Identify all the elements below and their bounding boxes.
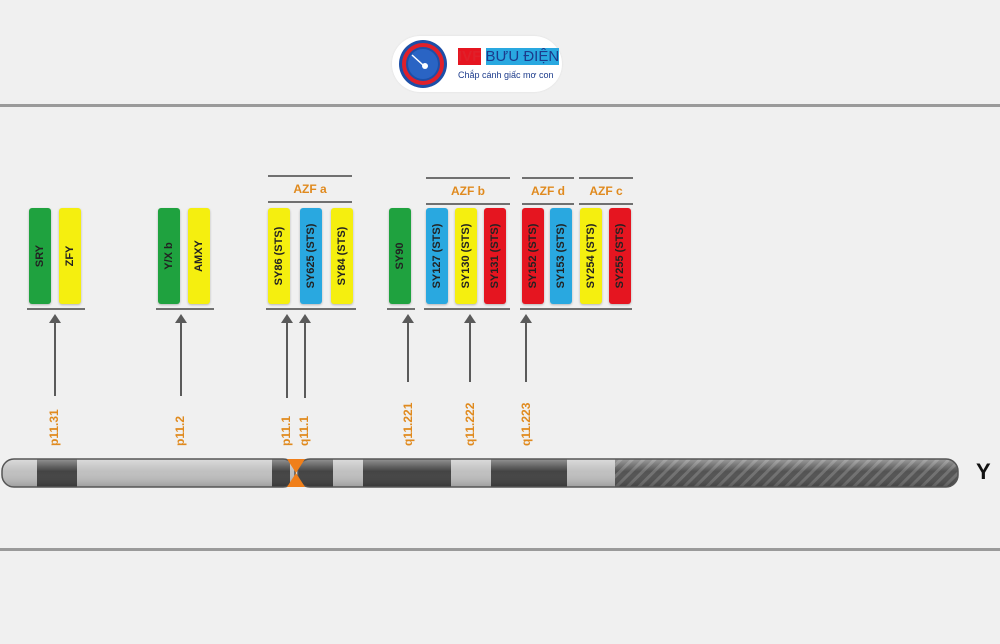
- marker-sy84: SY84 (STS): [331, 208, 353, 304]
- arrow-q11-1-line: [304, 320, 306, 398]
- marker-zfy: ZFY: [59, 208, 81, 304]
- group-underline-azf-b: [426, 203, 510, 205]
- baseline-p11-31: [27, 308, 85, 310]
- marker-sy152: SY152 (STS): [522, 208, 544, 304]
- band-label-q11-1: q11.1: [297, 415, 311, 446]
- logo-name: IVF BƯU ĐIỆN: [458, 48, 560, 65]
- y-chromosome-ideogram: [1, 458, 959, 488]
- marker-yx-b: Y/X b: [158, 208, 180, 304]
- band-label-q11-222: q11.222: [463, 402, 477, 446]
- arrow-p11-31-head: [49, 314, 61, 323]
- q-arm: [298, 459, 958, 487]
- logo-brand-red: IVF: [458, 48, 482, 65]
- group-underline-azf-d: [522, 203, 574, 205]
- group-label-azf-a: AZF a: [293, 182, 327, 196]
- marker-sry: SRY: [29, 208, 51, 304]
- marker-sy131: SY131 (STS): [484, 208, 506, 304]
- arrow-q11-223-line: [525, 320, 527, 382]
- marker-amxy: AMXY: [188, 208, 210, 304]
- arrow-q11-222-line: [469, 320, 471, 382]
- group-line-azf-b: [426, 177, 510, 179]
- band-label-p11-1: p11.1: [279, 415, 293, 446]
- chromosome-label: Y: [976, 459, 991, 484]
- arrow-q11-221-line: [407, 320, 409, 382]
- arrow-q11-1-head: [299, 314, 311, 323]
- marker-sy255: SY255 (STS): [609, 208, 631, 304]
- top-divider: [0, 104, 1000, 107]
- baseline-sy90: [387, 308, 415, 310]
- marker-sy127: SY127 (STS): [426, 208, 448, 304]
- bottom-divider: [0, 548, 1000, 551]
- baseline-azf-b: [424, 308, 510, 310]
- baseline-p11-2: [156, 308, 214, 310]
- arrow-p11-2-line: [180, 320, 182, 396]
- group-underline-azf-a: [268, 201, 352, 203]
- group-label-azf-c: AZF c: [589, 184, 623, 198]
- marker-sy153: SY153 (STS): [550, 208, 572, 304]
- arrow-q11-223-head: [520, 314, 532, 323]
- group-underline-azf-c: [579, 203, 633, 205]
- group-label-azf-b: AZF b: [451, 184, 485, 198]
- baseline-azf-cd: [520, 308, 632, 310]
- arrow-p11-31-line: [54, 320, 56, 396]
- band-label-p11-31: p11.31: [47, 409, 61, 446]
- arrow-p11-1-head: [281, 314, 293, 323]
- marker-sy130: SY130 (STS): [455, 208, 477, 304]
- baseline-azf-a: [266, 308, 356, 310]
- marker-sy86: SY86 (STS): [268, 208, 290, 304]
- band-label-p11-2: p11.2: [173, 415, 187, 446]
- group-line-azf-c: [579, 177, 633, 179]
- arrow-p11-2-head: [175, 314, 187, 323]
- logo-brand-blue: BƯU ĐIỆN: [485, 48, 560, 65]
- group-line-azf-d: [522, 177, 574, 179]
- marker-sy625: SY625 (STS): [300, 208, 322, 304]
- band-label-q11-223: q11.223: [519, 402, 533, 446]
- arrow-q11-222-head: [464, 314, 476, 323]
- group-label-azf-d: AZF d: [531, 184, 565, 198]
- marker-sy254: SY254 (STS): [580, 208, 602, 304]
- centromere: [287, 459, 305, 487]
- arrow-q11-221-head: [402, 314, 414, 323]
- ivf-logo[interactable]: IVF BƯU ĐIỆN Chắp cánh giấc mơ con: [392, 36, 562, 92]
- band-label-q11-221: q11.221: [401, 402, 415, 446]
- arrow-p11-1-line: [286, 320, 288, 398]
- group-line-azf-a: [268, 175, 352, 177]
- p-arm: [2, 459, 295, 487]
- marker-sy90: SY90: [389, 208, 411, 304]
- logo-emblem-icon: [399, 40, 447, 88]
- logo-slogan: Chắp cánh giấc mơ con: [458, 70, 554, 80]
